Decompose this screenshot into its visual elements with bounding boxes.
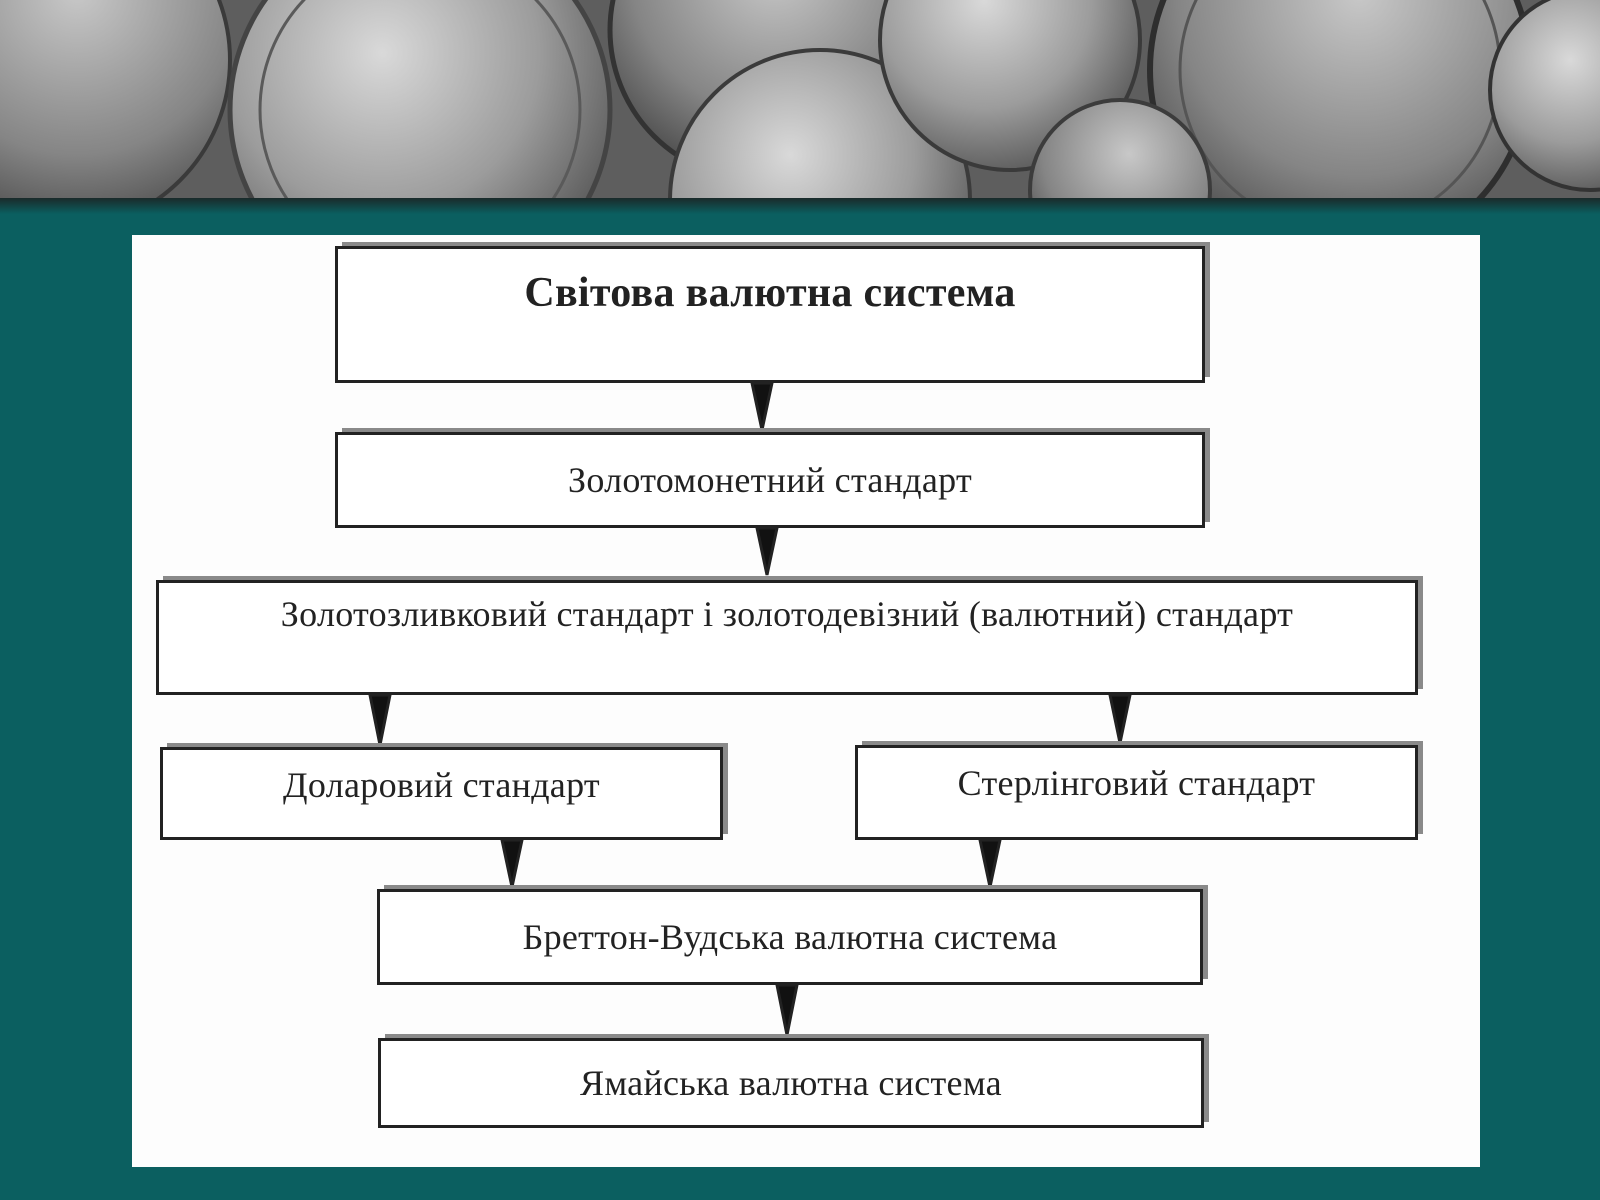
diagram-connectors (368, 381, 1132, 1036)
node-gold-bullion-standard: Золотозливковий стандарт і золотодевізни… (156, 580, 1418, 695)
arrow-goldcoin-to-bullion (755, 526, 779, 576)
node-gold-coin-standard: Золотомонетний стандарт (335, 432, 1205, 528)
arrow-sterling-to-bretton (978, 838, 1002, 888)
header-coins-image (0, 0, 1600, 198)
node-bretton-woods-system: Бреттон-Вудська валютна система (377, 889, 1203, 985)
node-label: Бреттон-Вудська валютна система (522, 917, 1058, 957)
node-label: Стерлінговий стандарт (957, 763, 1316, 803)
arrow-bullion-to-sterling (1108, 693, 1132, 744)
node-label: Світова валютна система (524, 270, 1016, 316)
node-label: Доларовий стандарт (283, 765, 600, 805)
node-label: Золотомонетний стандарт (567, 460, 973, 500)
arrow-dollar-to-bretton (500, 838, 524, 888)
arrow-world-to-goldcoin (750, 381, 774, 431)
arrow-bullion-to-dollar (368, 693, 392, 746)
node-dollar-standard: Доларовий стандарт (160, 747, 723, 840)
coins-illustration (0, 0, 1600, 198)
node-jamaica-system: Ямайська валютна система (378, 1038, 1204, 1128)
node-world-currency-system: Світова валютна система (335, 246, 1205, 383)
node-label: Ямайська валютна система (580, 1063, 1002, 1103)
arrow-bretton-to-jamaica (775, 983, 799, 1036)
header-shadow (0, 198, 1600, 214)
node-sterling-standard: Стерлінговий стандарт (855, 745, 1418, 840)
diagram-panel: Світова валютна система Золотомонетний с… (132, 235, 1480, 1167)
node-label: Золотозливковий стандарт і золотодевізни… (280, 594, 1294, 634)
